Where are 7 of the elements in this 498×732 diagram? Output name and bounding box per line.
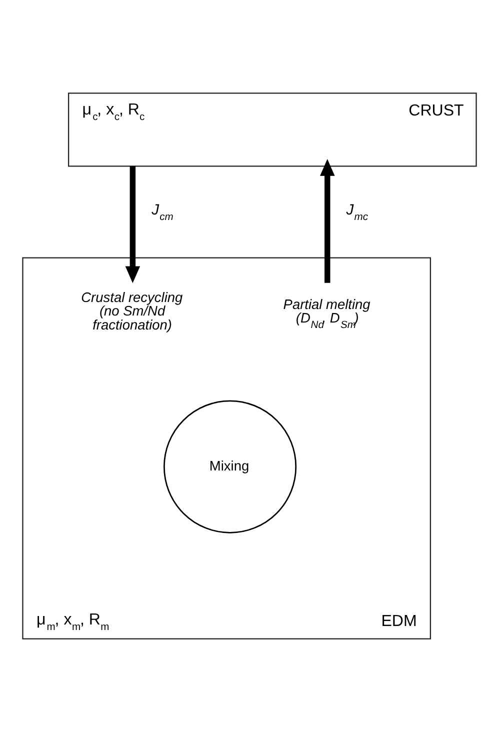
edge-label: J$_{cm}$ xyxy=(151,202,173,224)
node-circle: Mixing xyxy=(163,400,296,534)
arrow xyxy=(320,159,334,283)
node-box: μ$_{c}$, x$_{c}$, R$_{c}$ CRUST xyxy=(67,92,476,167)
node-text: Crustal recycling (no Sm/Nd fractionation) xyxy=(80,290,182,332)
edge-label: J$_{mc}$ xyxy=(346,202,368,224)
arrow xyxy=(124,166,140,284)
